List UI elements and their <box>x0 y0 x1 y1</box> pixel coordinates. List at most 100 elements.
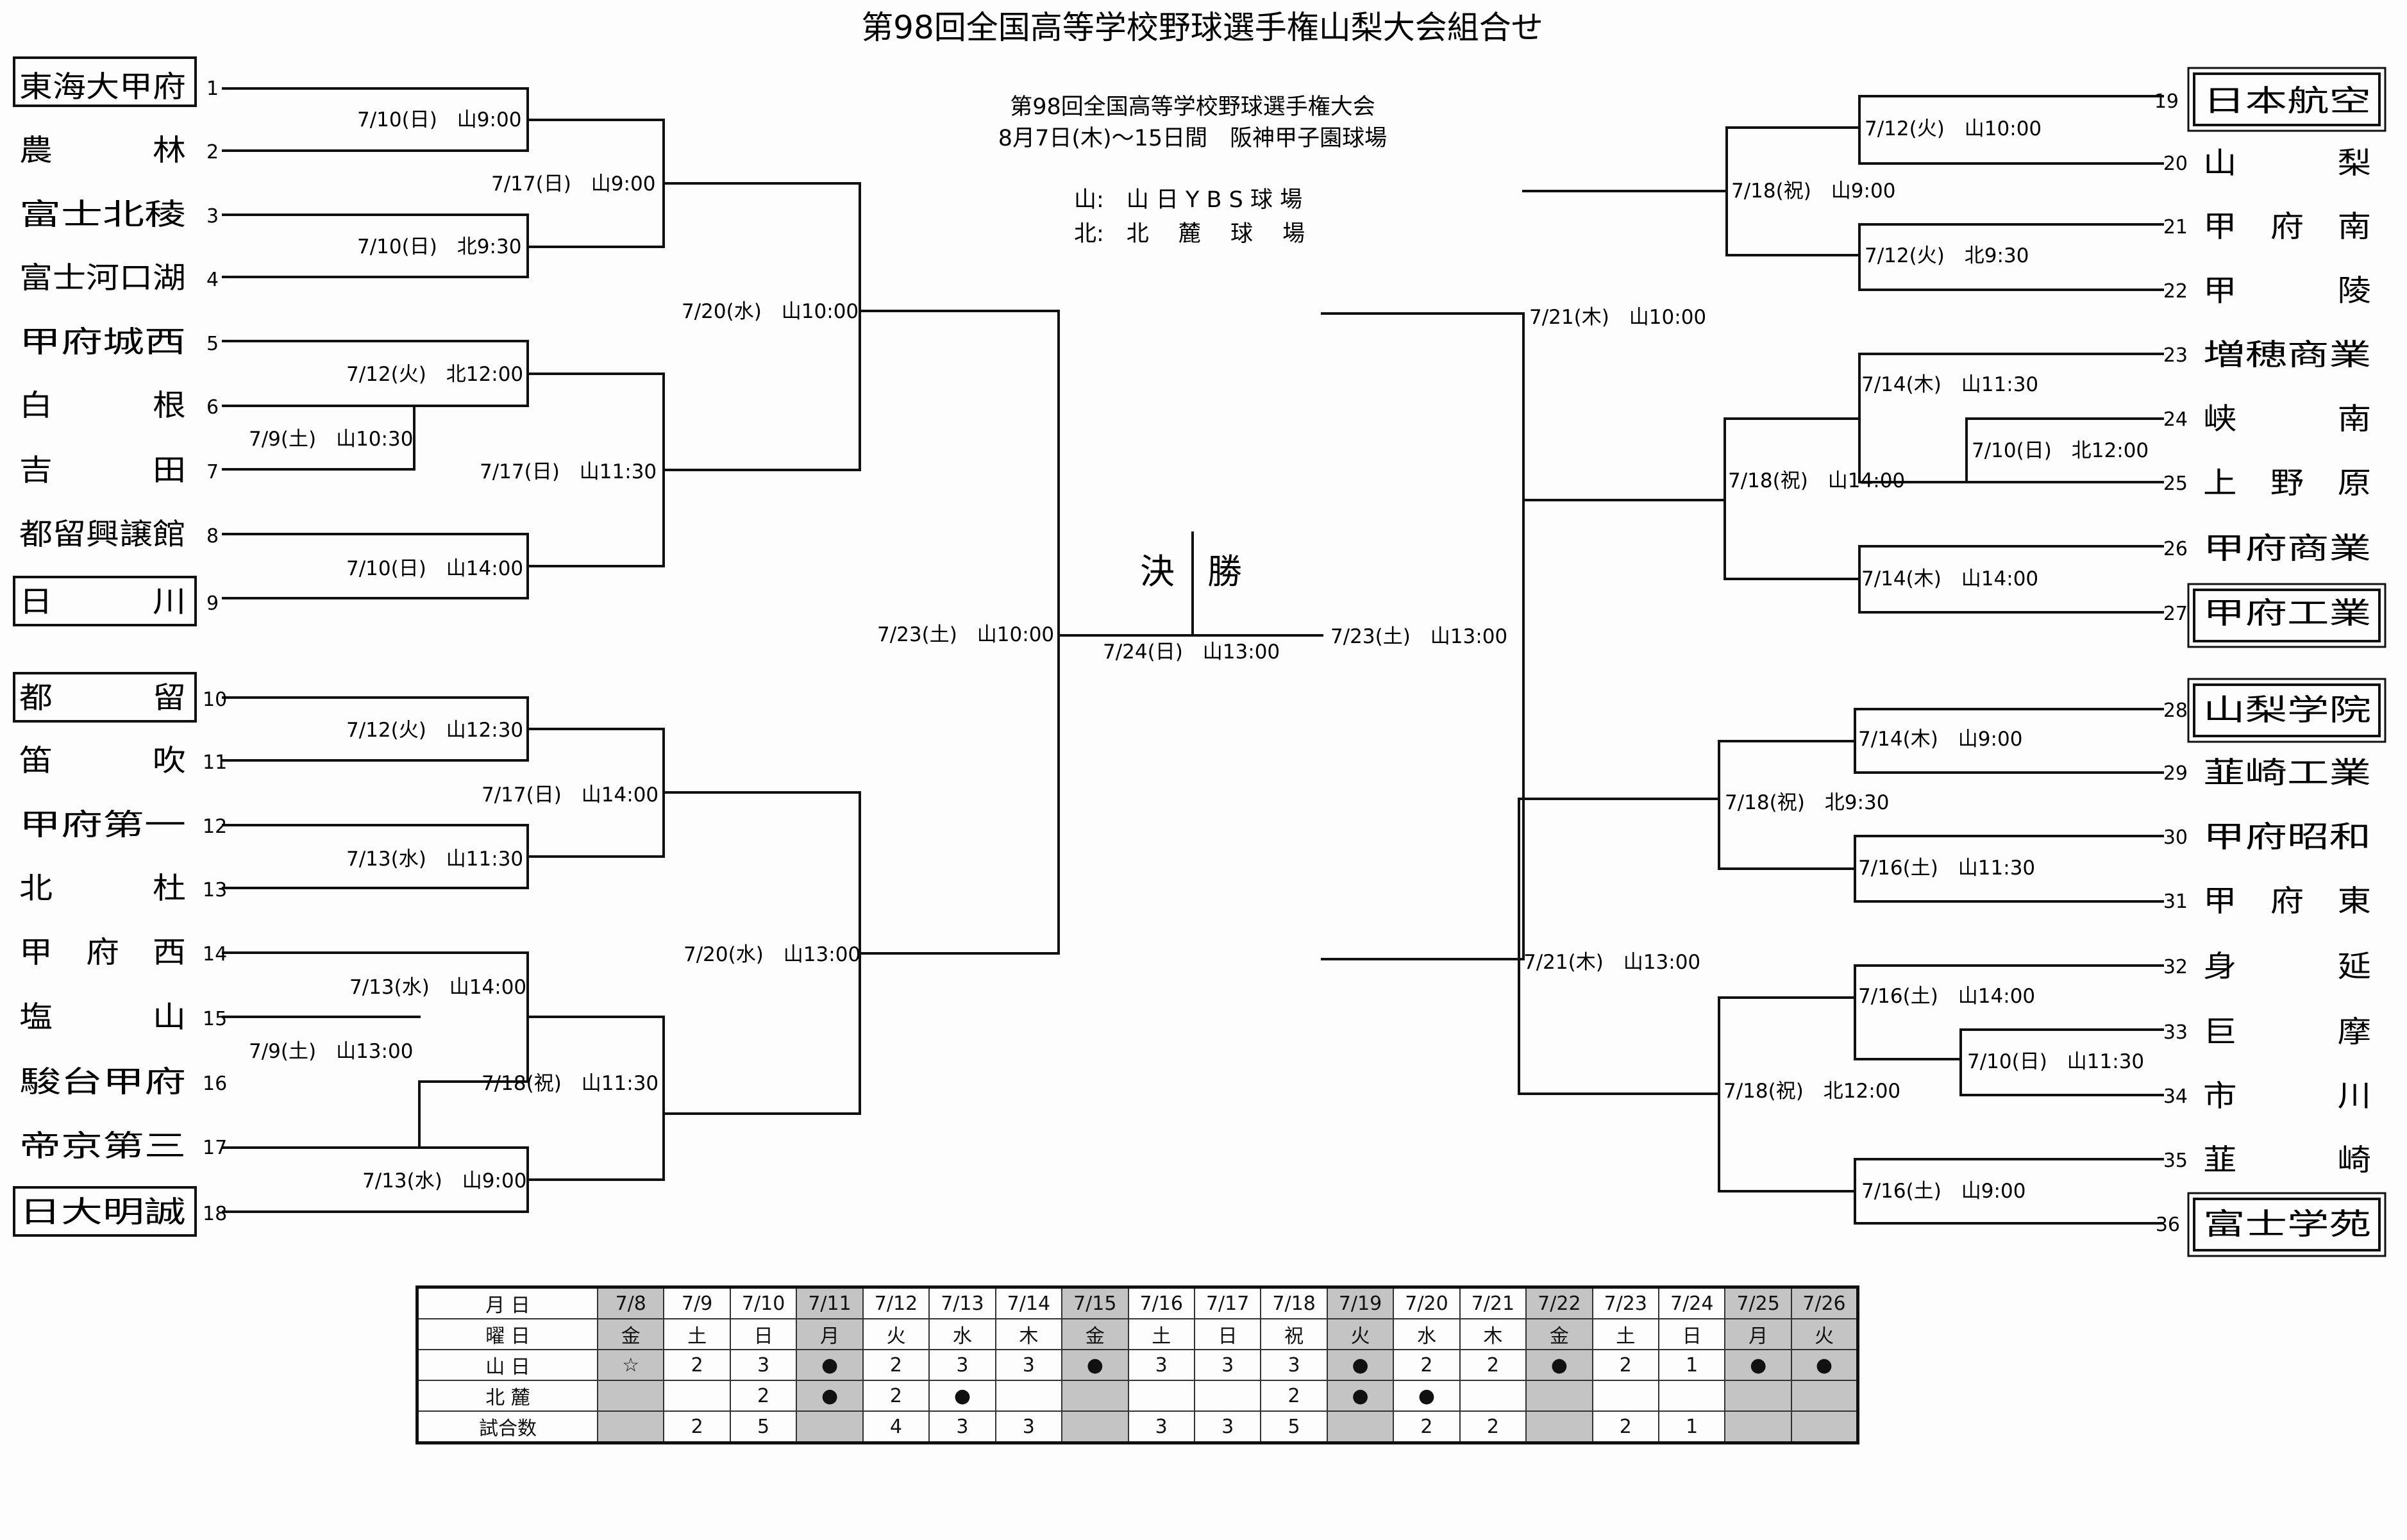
bracket-line <box>662 182 861 471</box>
team-number: 26 <box>2163 538 2188 560</box>
game-label: 7/20(水) 山13:00 <box>684 943 860 966</box>
schedule-cell-yama: ● <box>1724 1349 1792 1381</box>
schedule-cell-day: 土 <box>1127 1318 1195 1350</box>
schedule-cell-yama: ● <box>1061 1349 1129 1381</box>
national-tournament-name: 第98回全国高等学校野球選手権大会 <box>1010 94 1375 120</box>
game-labels-right: 7/12(火) 山10:00 7/12(火) 北9:30 7/18(祝) 山9:… <box>1523 117 2149 1203</box>
team-number: 29 <box>2163 762 2188 785</box>
schedule-cell-day: 土 <box>1591 1318 1660 1350</box>
team-name: 東海大甲府 <box>19 69 186 104</box>
bracket-line <box>1858 353 2164 483</box>
team-number: 33 <box>2163 1021 2188 1044</box>
schedule-cell-day: 金 <box>1525 1318 1593 1350</box>
game-label: 7/18(祝) 北9:30 <box>1725 791 1889 814</box>
bracket-line <box>1858 545 2164 614</box>
schedule-cell-games <box>1790 1410 1859 1444</box>
game-label: 7/18(祝) 北12:00 <box>1723 1080 1900 1103</box>
schedule-cell-kita <box>1127 1380 1195 1412</box>
schedule-cell-date: 7/19 <box>1326 1286 1395 1319</box>
schedule-cell-yama: 3 <box>1193 1349 1262 1381</box>
team-number: 12 <box>203 816 227 838</box>
venue-legend-kita: 北: 北 麓 球 場 <box>1074 221 1305 247</box>
game-label: 7/14(木) 山14:00 <box>1861 567 2038 590</box>
schedule-cell-kita: 2 <box>862 1380 930 1412</box>
team-name: 身 延 <box>2203 949 2371 983</box>
team-name: 都 留 <box>19 680 186 715</box>
schedule-cell-date: 7/26 <box>1790 1286 1859 1319</box>
schedule-cell-games <box>796 1410 864 1444</box>
schedule-cell-date: 7/20 <box>1393 1286 1461 1319</box>
team-name: 甲 府 西 <box>19 935 186 969</box>
bracket-line <box>1518 798 1720 1095</box>
schedule-cell-date: 7/14 <box>994 1286 1063 1319</box>
schedule-cell-games: 4 <box>862 1410 930 1444</box>
schedule-cell-yama: 2 <box>862 1349 930 1381</box>
team-number: 35 <box>2163 1150 2188 1172</box>
schedule-cell-games: 2 <box>663 1410 731 1444</box>
schedule-cell-date: 7/18 <box>1260 1286 1328 1319</box>
row-label: 月 日 <box>416 1286 598 1319</box>
schedule-cell-games: 5 <box>729 1410 798 1444</box>
game-label: 7/12(火) 山12:30 <box>346 719 523 742</box>
bracket-line <box>1858 223 2164 291</box>
team-name: 巨 摩 <box>2203 1014 2371 1049</box>
seed-boxes <box>13 56 2386 1257</box>
team-number: 32 <box>2163 956 2188 978</box>
team-name: 韮 崎 <box>2203 1142 2371 1177</box>
seed-box <box>13 1186 197 1237</box>
schedule-cell-games: 3 <box>928 1410 996 1444</box>
schedule-cell-kita <box>1591 1380 1660 1412</box>
schedule-cell-kita <box>1459 1380 1527 1412</box>
schedule-cell-yama: 3 <box>928 1349 996 1381</box>
row-label: 曜 日 <box>416 1318 598 1350</box>
schedule-cell-yama: 3 <box>1127 1349 1195 1381</box>
schedule-cell-games: 3 <box>994 1410 1063 1444</box>
game-label: 7/9(土) 山10:30 <box>249 428 413 451</box>
game-label: 7/13(水) 山9:00 <box>362 1169 526 1193</box>
final-label-ketsu: 決 <box>1140 551 1175 592</box>
team-number: 34 <box>2163 1085 2188 1108</box>
game-label: 7/16(土) 山11:30 <box>1858 857 2035 880</box>
right-team-list: 19 日本航空 20 山 梨 21 甲 府 南 22 甲 陵 23 増穂商業 2… <box>2154 83 2371 1241</box>
team-number: 21 <box>2163 216 2188 239</box>
game-label: 7/9(土) 山13:00 <box>249 1040 413 1063</box>
team-number: 28 <box>2163 699 2188 722</box>
team-number: 11 <box>203 751 227 774</box>
team-name: 甲府昭和 <box>2203 819 2371 854</box>
game-label: 7/12(火) 山10:00 <box>1865 117 2042 140</box>
team-number: 24 <box>2163 408 2188 431</box>
bracket-line <box>1854 835 2164 903</box>
team-name: 山梨学院 <box>2203 692 2371 727</box>
game-label: 7/12(火) 北12:00 <box>346 363 523 386</box>
team-number: 25 <box>2163 473 2188 495</box>
team-number: 18 <box>203 1203 227 1225</box>
team-number: 23 <box>2163 344 2188 367</box>
bracket-line <box>859 310 1060 955</box>
schedule-cell-day: 月 <box>1724 1318 1792 1350</box>
schedule-cell-date: 7/12 <box>862 1286 930 1319</box>
game-label: 7/17(日) 山11:30 <box>480 460 657 483</box>
team-number: 13 <box>203 879 227 901</box>
schedule-cell-yama: 2 <box>663 1349 731 1381</box>
team-name: 増穂商業 <box>2203 337 2371 372</box>
schedule-cell-yama: 3 <box>729 1349 798 1381</box>
schedule-cell-yama: ☆ <box>596 1349 665 1381</box>
team-name: 都留興譲館 <box>19 517 186 551</box>
schedule-cell-yama: ● <box>1326 1349 1395 1381</box>
schedule-cell-games <box>1724 1410 1792 1444</box>
left-team-list: 東海大甲府 1 農 林 2 富士北稜 3 富士河口湖 4 甲府城西 5 白 根 … <box>19 69 227 1229</box>
game-label: 7/18(祝) 山14:00 <box>1728 469 1905 492</box>
team-number: 4 <box>206 269 219 291</box>
schedule-cell-kita <box>1657 1380 1726 1412</box>
schedule-cell-day: 日 <box>729 1318 798 1350</box>
national-tournament-dates: 8月7日(木)～15日間 阪神甲子園球場 <box>998 126 1387 151</box>
team-number: 27 <box>2163 603 2188 625</box>
schedule-cell-day: 木 <box>994 1318 1063 1350</box>
schedule-cell-kita <box>994 1380 1063 1412</box>
schedule-cell-kita: ● <box>796 1380 864 1412</box>
team-number: 30 <box>2163 826 2188 849</box>
game-label: 7/23(土) 山13:00 <box>1330 625 1507 648</box>
row-label: 山 日 <box>416 1349 598 1381</box>
team-name: 白 根 <box>19 388 186 423</box>
